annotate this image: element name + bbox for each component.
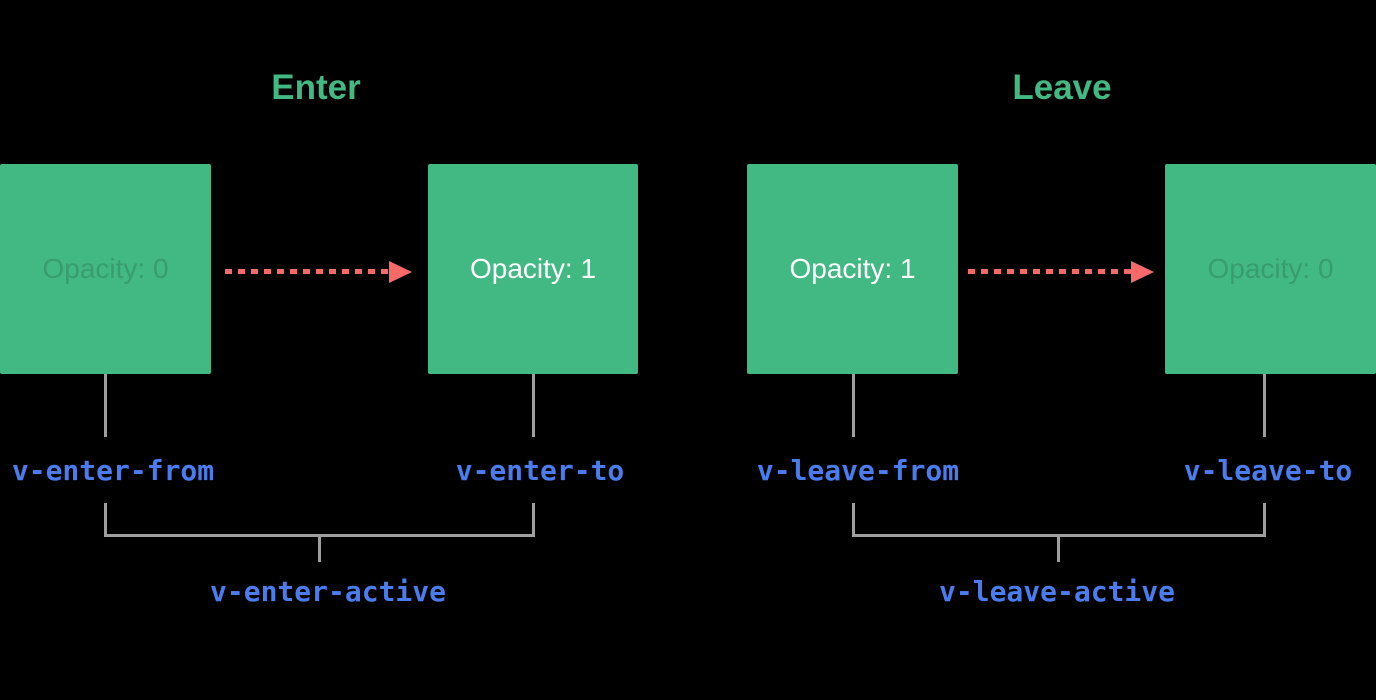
enter-transition-arrow-icon	[225, 261, 412, 283]
leave-to-box: Opacity: 0	[1165, 164, 1376, 374]
leave-active-bracket-stub	[1056, 535, 1060, 562]
enter-to-class-label: v-enter-to	[455, 454, 625, 487]
enter-to-box-label: Opacity: 1	[469, 253, 597, 284]
leave-section-title: Leave	[1012, 68, 1112, 107]
enter-from-class-label: v-enter-from	[11, 454, 215, 487]
enter-to-connector-line	[531, 374, 535, 437]
leave-from-box-label: Opacity: 1	[789, 253, 916, 284]
leave-active-bracket	[851, 503, 1266, 537]
enter-from-box-label: Opacity: 0	[42, 253, 169, 284]
arrow-dashed-line	[225, 269, 390, 274]
enter-section-title: Enter	[271, 68, 361, 107]
leave-from-connector-line	[851, 374, 855, 437]
enter-active-bracket	[103, 503, 535, 537]
enter-from-box: Opacity: 0	[0, 164, 211, 374]
leave-to-box-label: Opacity: 0	[1207, 253, 1334, 284]
arrow-dashed-line	[968, 269, 1132, 274]
arrow-head-icon	[389, 261, 412, 283]
leave-from-box: Opacity: 1	[747, 164, 958, 374]
leave-transition-arrow-icon	[968, 261, 1154, 283]
leave-to-class-label: v-leave-to	[1183, 454, 1353, 487]
enter-active-class-label: v-enter-active	[209, 575, 447, 608]
enter-from-connector-line	[103, 374, 107, 437]
leave-from-class-label: v-leave-from	[756, 454, 960, 487]
enter-to-box: Opacity: 1	[428, 164, 638, 374]
leave-to-connector-line	[1262, 374, 1266, 437]
enter-active-bracket-stub	[317, 535, 321, 562]
leave-active-class-label: v-leave-active	[938, 575, 1176, 608]
arrow-head-icon	[1131, 261, 1154, 283]
